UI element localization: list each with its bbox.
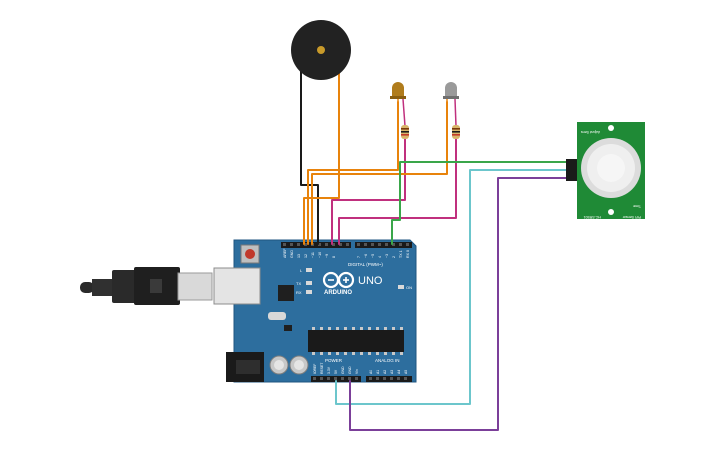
pir-label-side: PIR Sensor: [622, 215, 641, 219]
wire-buzzer-signal[interactable]: [303, 85, 340, 245]
pin-3-label: ~3: [385, 254, 389, 258]
pin-6-label: ~6: [364, 254, 368, 258]
wire-led1-anode[interactable]: [307, 101, 399, 245]
led-rx-label: RX: [296, 290, 302, 295]
pin-7-label: 7: [357, 256, 361, 258]
usb-chip: [278, 285, 294, 301]
pin-a5-label: A5: [404, 370, 408, 374]
led-rx: [306, 290, 312, 294]
pir-label-bottom: Time: [633, 204, 641, 208]
wire-pir-gnd[interactable]: [349, 177, 577, 431]
resistor-1[interactable]: [401, 125, 409, 139]
led-l-label: L: [300, 268, 303, 273]
led-on-label: ON: [406, 285, 412, 290]
pin-gnd-a-label: GND: [341, 366, 345, 374]
pin-13-label: 13: [297, 254, 301, 258]
pin-a0-label: A0: [369, 370, 373, 374]
piezo-buzzer[interactable]: [291, 20, 351, 86]
pin-reset-label: RESET: [320, 363, 324, 374]
pin-gnd-b-label: GND: [348, 366, 352, 374]
digital-header-left: [281, 242, 351, 248]
pir-time-pot-icon[interactable]: [608, 209, 614, 215]
digital-header-right: [355, 242, 412, 248]
pin-4-label: 4: [378, 256, 382, 258]
wire-pir-vcc[interactable]: [335, 169, 577, 405]
crystal: [268, 312, 286, 320]
pin-a3-label: A3: [390, 370, 394, 374]
wire-buzzer-gnd[interactable]: [300, 85, 319, 245]
brand-label: ARDUINO: [324, 290, 352, 296]
led-tx-label: TX: [296, 281, 301, 286]
wire-led1-cathode[interactable]: [331, 135, 406, 245]
arduino-uno-board: L TX RX ON ARDUINO UNO AREF GND 13: [213, 239, 417, 383]
pin-0-label: RX 0: [406, 250, 410, 258]
pir-connector: [566, 159, 578, 181]
pin-5v-label: 5V: [334, 369, 338, 374]
led-on: [398, 285, 404, 289]
wire-led2-cathode[interactable]: [338, 135, 457, 245]
usb-cable: [80, 267, 213, 305]
digital-header-label: DIGITAL (PWM~): [348, 262, 383, 267]
reset-button-cap[interactable]: [245, 249, 255, 259]
led-l: [306, 268, 312, 272]
pin-8-label: 8: [332, 256, 336, 258]
buzzer-center-icon: [317, 46, 325, 54]
wire-pir-out[interactable]: [391, 161, 577, 245]
atmega-chip: [308, 330, 404, 352]
pir-sensor[interactable]: Adjust Sens Time PIR Sensor HC-SR501: [566, 122, 645, 219]
arduino-logo-icon: [322, 271, 355, 289]
led-2[interactable]: [443, 82, 459, 127]
pin-10-label: ~10: [318, 252, 322, 258]
pin-1-label: TX 1: [399, 250, 403, 258]
pin-a4-label: A4: [397, 370, 401, 374]
pin-9-label: ~9: [325, 254, 329, 258]
pin-12-label: 12: [304, 254, 308, 258]
pin-2-label: 2: [392, 256, 396, 258]
resistor-2[interactable]: [452, 125, 460, 139]
pin-vin-label: Vin: [355, 369, 359, 374]
model-label: UNO: [358, 275, 383, 287]
pin-3v3-label: 3.3V: [327, 366, 331, 374]
led-1[interactable]: [390, 82, 406, 127]
pin-gnd-label: GND: [290, 250, 294, 258]
led-tx: [306, 281, 312, 285]
pin-11-label: ~11: [311, 252, 315, 258]
pin-a1-label: A1: [376, 370, 380, 374]
pin-aref-label: AREF: [283, 248, 287, 258]
usb-port: [213, 267, 261, 305]
analog-header: [366, 376, 412, 382]
pir-label-model: HC-SR501: [584, 215, 601, 219]
pin-5-label: ~5: [371, 254, 375, 258]
pin-a2-label: A2: [383, 370, 387, 374]
pir-sens-pot-icon[interactable]: [608, 125, 614, 131]
pir-label-top: Adjust Sens: [581, 130, 600, 134]
power-header-label: POWER: [325, 358, 343, 363]
pin-ioref-label: IOREF: [313, 364, 317, 374]
wire-led2-anode[interactable]: [311, 101, 448, 245]
analog-header-label: ANALOG IN: [375, 358, 400, 363]
